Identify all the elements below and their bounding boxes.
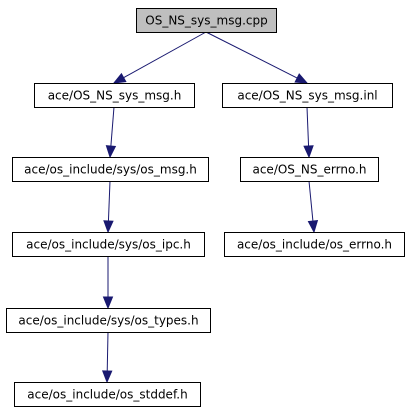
node-box[interactable] xyxy=(6,308,211,333)
arrowhead-icon xyxy=(294,73,309,84)
node-label: ace/os_include/sys/os_types.h xyxy=(18,314,198,328)
arrowhead-icon xyxy=(105,145,117,159)
edges-layer xyxy=(101,31,319,384)
node-label: ace/OS_NS_sys_msg.inl xyxy=(237,89,377,103)
node-box[interactable] xyxy=(14,382,201,407)
edge-os_types_h-to-os_stddef_h xyxy=(101,331,113,384)
node-sys-msg-inl[interactable]: ace/OS_NS_sys_msg.inl xyxy=(222,83,393,108)
arrowhead-icon xyxy=(101,370,113,384)
node-os-msg-h[interactable]: ace/os_include/sys/os_msg.h xyxy=(12,157,209,182)
edge-root-to-sys_msg_h xyxy=(112,31,207,84)
node-box[interactable] xyxy=(12,232,205,257)
arrowhead-icon xyxy=(102,296,114,310)
edge-os_ipc_h-to-os_types_h xyxy=(102,256,114,310)
node-os-errno-h[interactable]: ace/os_include/os_errno.h xyxy=(224,232,405,257)
node-label: ace/os_include/sys/os_msg.h xyxy=(24,163,197,177)
node-label: ace/OS_NS_sys_msg.h xyxy=(48,89,182,103)
nodes-layer: OS_NS_sys_msg.cpp ace/OS_NS_sys_msg.h ace/… xyxy=(6,8,405,407)
node-box[interactable] xyxy=(240,157,379,182)
node-label: OS_NS_sys_msg.cpp xyxy=(145,14,267,28)
node-label: ace/os_include/sys/os_ipc.h xyxy=(26,238,191,252)
node-os-stddef-h[interactable]: ace/os_include/os_stddef.h xyxy=(14,382,201,407)
arrowhead-icon xyxy=(103,220,114,234)
node-os-types-h[interactable]: ace/os_include/sys/os_types.h xyxy=(6,308,211,333)
edge-root-to-sys_msg_inl xyxy=(205,31,309,84)
edge-errno_h-to-os_errno_h xyxy=(307,180,319,234)
node-box xyxy=(136,8,277,33)
node-sys-msg-h[interactable]: ace/OS_NS_sys_msg.h xyxy=(34,83,195,108)
node-label: ace/os_include/os_stddef.h xyxy=(27,388,187,402)
node-box[interactable] xyxy=(34,83,195,108)
node-label: ace/OS_NS_errno.h xyxy=(252,163,366,177)
edge-line xyxy=(205,31,298,79)
edge-sys_msg_h-to-os_msg_h xyxy=(105,106,117,159)
node-box[interactable] xyxy=(12,157,209,182)
edge-line xyxy=(107,180,111,222)
edge-line xyxy=(308,180,314,222)
edge-os_msg_h-to-os_ipc_h xyxy=(103,180,114,234)
node-label: ace/os_include/os_errno.h xyxy=(237,238,392,252)
edge-line xyxy=(306,106,310,147)
edge-line xyxy=(123,31,207,79)
node-os-ipc-h[interactable]: ace/os_include/sys/os_ipc.h xyxy=(12,232,205,257)
arrowhead-icon xyxy=(112,72,127,84)
node-box[interactable] xyxy=(224,232,405,257)
edge-line xyxy=(106,331,109,372)
node-box[interactable] xyxy=(222,83,393,108)
node-errno-h[interactable]: ace/OS_NS_errno.h xyxy=(240,157,379,182)
arrowhead-icon xyxy=(307,220,319,234)
arrowhead-icon xyxy=(303,145,314,159)
edge-line xyxy=(110,106,115,147)
edge-sys_msg_inl-to-errno_h xyxy=(303,106,314,159)
node-root: OS_NS_sys_msg.cpp xyxy=(136,8,277,33)
